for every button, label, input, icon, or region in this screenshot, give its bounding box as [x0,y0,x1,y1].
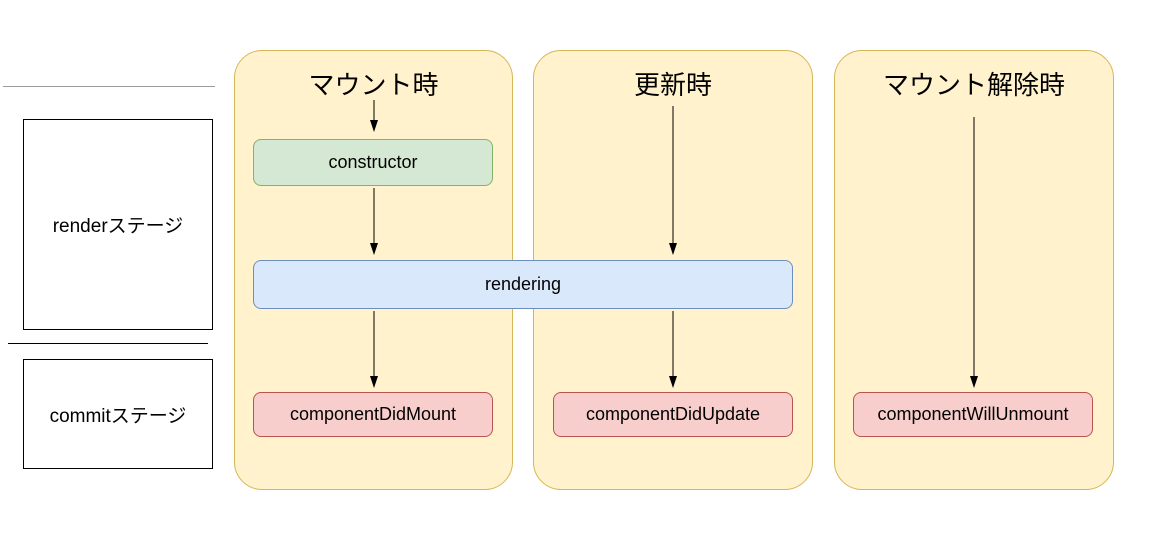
column-unmount-title: マウント解除時 [882,70,1065,100]
rendering-node-label: rendering [484,274,562,294]
stage-top-line [3,86,215,87]
constructor-node-label: constructor [328,152,418,172]
component-will-unmount-label: componentWillUnmount [877,404,1069,424]
column-mount-title: マウント時 [308,70,439,100]
constructor-node: constructor [253,139,493,186]
component-did-update-label: componentDidUpdate [585,404,761,424]
rendering-node: rendering [253,260,793,309]
component-did-mount-label: componentDidMount [289,404,457,424]
component-did-update-node: componentDidUpdate [553,392,793,437]
stage-divider-line [8,343,208,344]
column-update-title: 更新時 [633,70,712,100]
commit-stage-box: commitステージ [23,359,213,469]
commit-stage-label: commitステージ [49,405,187,427]
component-did-mount-node: componentDidMount [253,392,493,437]
component-will-unmount-node: componentWillUnmount [853,392,1093,437]
render-stage-box: renderステージ [23,119,213,330]
render-stage-label: renderステージ [52,216,184,237]
